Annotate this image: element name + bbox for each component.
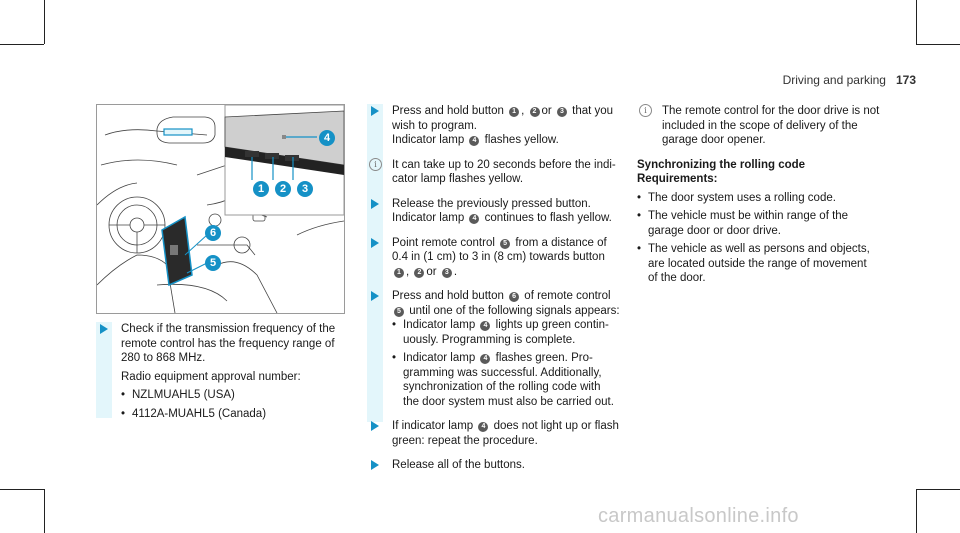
- text-line: synchronization of the rolling code with: [403, 381, 601, 393]
- section-heading: Synchronizing the rolling code: [637, 158, 806, 171]
- number-badge: 5: [500, 238, 511, 249]
- text-line: The remote control for the door drive is…: [662, 105, 880, 117]
- text-line: remote control has the frequency range o…: [121, 337, 335, 350]
- crop-mark: [44, 0, 45, 44]
- requirements-label: Requirements:: [637, 173, 718, 185]
- illustration-drawing: [97, 105, 344, 313]
- text-line: 0.4 in (1 cm) to 3 in (8 cm) towards but…: [392, 251, 605, 263]
- step-bar: [367, 104, 383, 422]
- number-badge: 4: [478, 422, 489, 432]
- callout-5: 5: [205, 255, 221, 271]
- info-note: i It can take up to 20 seconds before th…: [367, 157, 629, 187]
- text-line: 280 to 868 MHz.: [121, 352, 206, 364]
- text-line: Indicator lamp 4 continues to flash yell…: [392, 212, 612, 224]
- number-badge: 6: [509, 292, 520, 302]
- number-badge: 4: [469, 214, 480, 224]
- signal-item: Indicator lamp 4 lights up green contin-: [392, 318, 629, 333]
- page-number: 173: [895, 73, 916, 87]
- step-check-frequency: Check if the transmission frequency of t…: [96, 322, 348, 421]
- step-release: Release the previously pressed button. I…: [367, 197, 629, 226]
- approval-item: NZLMUAHL5 (USA): [121, 388, 348, 403]
- step-arrow-icon: [371, 237, 379, 248]
- number-badge: 2: [529, 107, 540, 117]
- number-badge: 3: [556, 107, 567, 117]
- step-not-light: If indicator lamp 4 does not light up or…: [367, 419, 629, 448]
- step-arrow-icon: [371, 291, 379, 301]
- crop-mark: [916, 489, 917, 533]
- step-arrow-icon: [371, 198, 379, 209]
- text-line: Release all of the buttons.: [392, 459, 525, 471]
- step-release-all: Release all of the buttons.: [367, 458, 629, 473]
- step-arrow-icon: [100, 324, 108, 334]
- crop-mark: [0, 44, 44, 45]
- text-line: gramming was successful. Additionally,: [403, 366, 602, 379]
- text-line: green: repeat the procedure.: [392, 434, 538, 447]
- crop-mark: [0, 489, 44, 490]
- number-badge: 4: [469, 136, 480, 146]
- text-line: uously. Programming is complete.: [403, 333, 576, 346]
- step-press-remote: Press and hold button 6 of remote contro…: [367, 289, 629, 409]
- text-line: included in the scope of delivery of the: [662, 119, 858, 132]
- text-line: Indicator lamp 4 flashes yellow.: [392, 134, 559, 146]
- number-badge: 2: [414, 267, 425, 278]
- callout-3: 3: [297, 181, 313, 197]
- number-badge: 1: [394, 267, 404, 278]
- callout-1: 1: [253, 181, 269, 197]
- step-arrow-icon: [371, 421, 379, 431]
- number-badge: 4: [480, 321, 491, 331]
- signal-item: Indicator lamp 4 flashes green. Pro-: [392, 351, 629, 366]
- callout-4: 4: [319, 130, 335, 146]
- dashboard-illustration: 1 2 3 4 5 6: [96, 104, 345, 314]
- crop-mark: [916, 44, 960, 45]
- approval-label: Radio equipment approval number:: [121, 370, 301, 383]
- page-header: Driving and parking 173: [783, 73, 916, 87]
- number-badge: 5: [394, 306, 404, 317]
- step-bar: [96, 322, 112, 418]
- text-line: Check if the transmission frequency of t…: [121, 323, 336, 335]
- text-line: garage door opener.: [662, 134, 766, 146]
- requirement-item: The vehicle as well as persons and objec…: [637, 242, 899, 286]
- number-badge: 1: [509, 107, 520, 117]
- text-line: the door system must also be carried out…: [403, 395, 614, 408]
- requirement-item: The door system uses a rolling code.: [637, 191, 899, 206]
- text-line: 5 until one of the following signals app…: [392, 304, 629, 319]
- callout-6: 6: [205, 225, 221, 241]
- number-badge: 4: [480, 354, 491, 364]
- requirement-item: The vehicle must be within range of the …: [637, 209, 899, 238]
- column-3: i The remote control for the door drive …: [637, 104, 899, 286]
- text-line: Press and hold button 6 of remote contro…: [392, 290, 611, 302]
- crop-mark: [916, 0, 917, 44]
- text-line: wish to program.: [392, 119, 478, 132]
- text-line: If indicator lamp 4 does not light up or…: [392, 420, 619, 432]
- info-icon: i: [639, 104, 652, 117]
- crop-mark: [916, 489, 960, 490]
- step-arrow-icon: [371, 460, 379, 470]
- info-icon: i: [369, 157, 382, 171]
- approval-item: 4112A-MUAHL5 (Canada): [121, 407, 348, 422]
- crop-mark: [44, 489, 45, 533]
- text-line: cator lamp flashes yellow.: [392, 173, 524, 185]
- text-line: Point remote control 5 from a distance o…: [392, 236, 607, 249]
- column-1: Check if the transmission frequency of t…: [96, 322, 348, 421]
- step-point-remote: Point remote control 5 from a distance o…: [367, 236, 629, 280]
- text-line: It can take up to 20 seconds before the …: [392, 158, 616, 171]
- watermark[interactable]: carmanualsonline.info: [598, 505, 799, 527]
- section-title: Driving and parking: [782, 73, 886, 87]
- text-line: Release the previously pressed button.: [392, 197, 591, 210]
- callout-2: 2: [275, 181, 291, 197]
- info-note: i The remote control for the door drive …: [637, 104, 899, 148]
- number-badge: 3: [441, 267, 452, 278]
- step-arrow-icon: [371, 106, 379, 116]
